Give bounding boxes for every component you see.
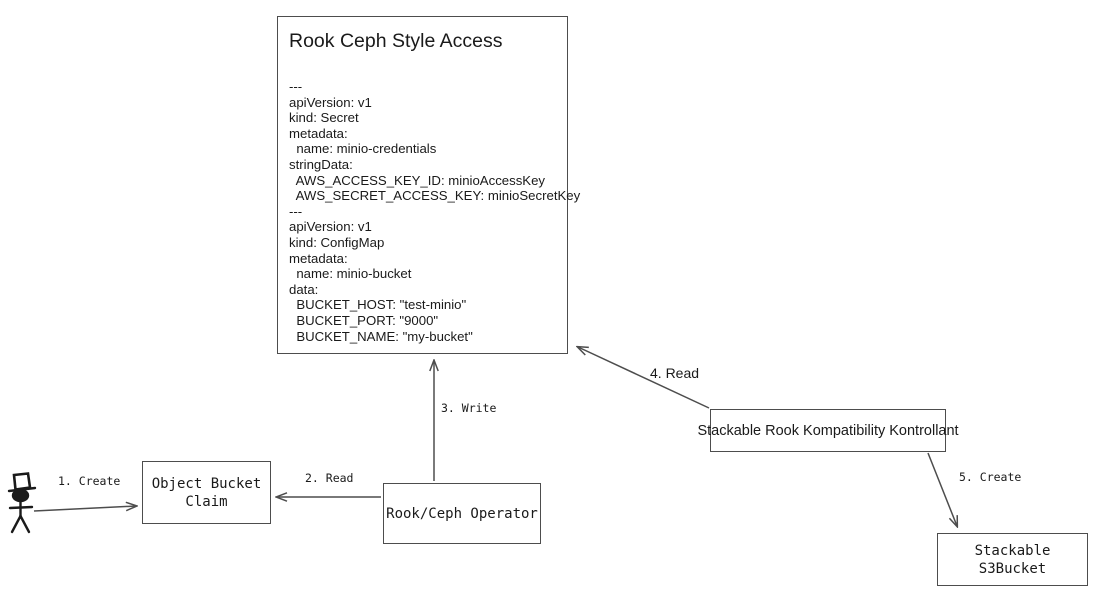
rook-ceph-operator-node[interactable]: Rook/Ceph Operator (383, 483, 541, 544)
edge-label-3-write: 3. Write (441, 401, 497, 415)
stackable-s3bucket-node[interactable]: Stackable S3Bucket (937, 533, 1088, 586)
yaml-card-title: Rook Ceph Style Access (289, 30, 503, 52)
edge-1-create-arrow (33, 506, 136, 512)
yaml-card-node[interactable]: Rook Ceph Style Access --- apiVersion: v… (277, 16, 581, 354)
object-bucket-claim-node[interactable]: Object Bucket Claim (142, 461, 271, 524)
yaml-card-body: --- apiVersion: v1 kind: Secret metadata… (289, 79, 581, 344)
user-actor-icon (7, 472, 37, 534)
edge-label-4-read: 4. Read (650, 365, 700, 381)
stackable-rook-kompatibility-kontrollant-node[interactable]: Stackable Rook Kompatibility Kontrollant (697, 409, 959, 452)
edge-label-5-create: 5. Create (959, 470, 1022, 484)
edge-label-1-create: 1. Create (58, 474, 121, 488)
edge-5-create-arrow (927, 452, 957, 526)
edge-label-2-read: 2. Read (305, 471, 354, 485)
